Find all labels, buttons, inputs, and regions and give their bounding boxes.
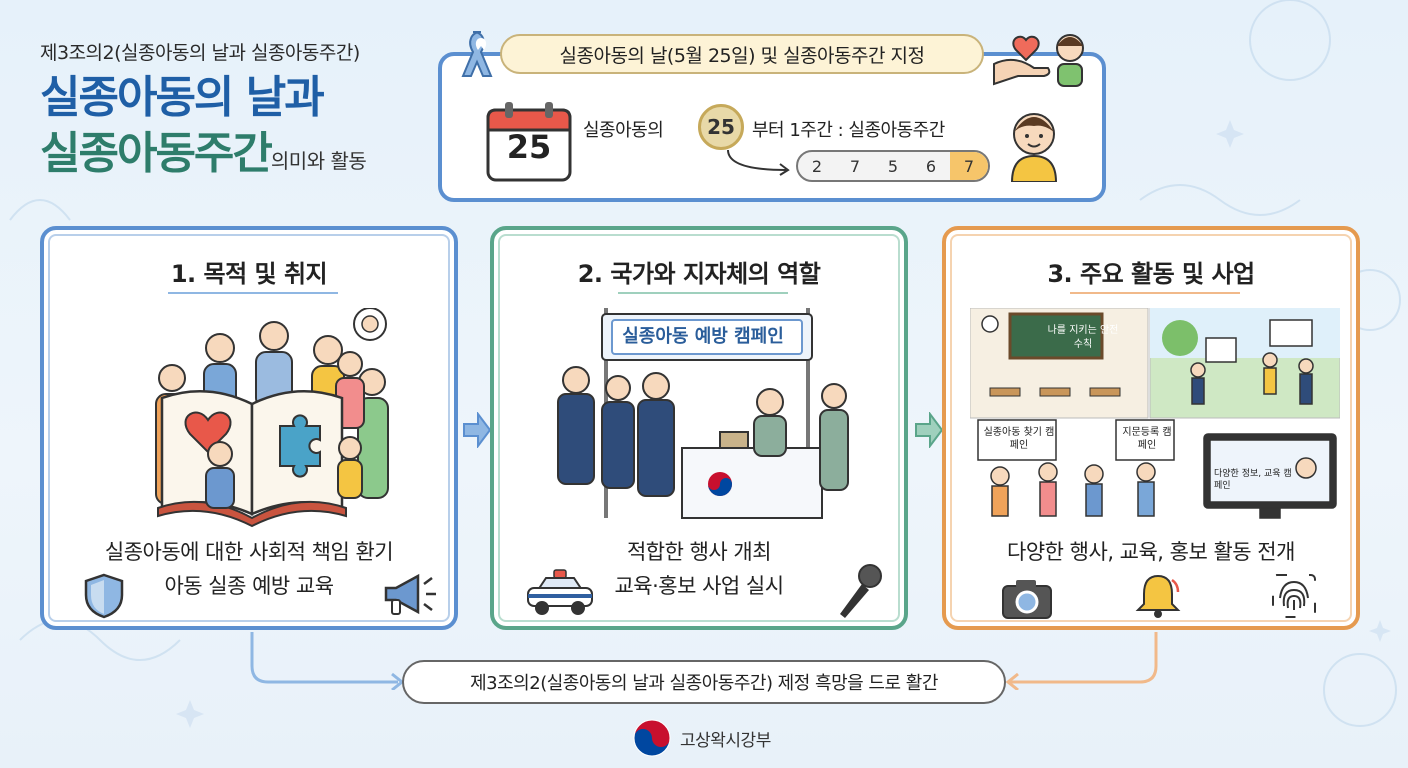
shield-icon: [84, 573, 124, 619]
week-day: 5: [887, 156, 899, 176]
law-subtitle: 제3조의2(실종아동의 날과 실종아동주간): [40, 42, 360, 64]
title-underline: [168, 292, 338, 294]
panel-desc-line1: 적합한 행사 개최: [626, 540, 772, 564]
tv-screen-text: 다양한 정보, 교육 캠페인: [1214, 469, 1292, 491]
campaign-sign-2: 지문등록 캠페인: [1122, 427, 1172, 451]
date-badge: 25: [698, 104, 744, 150]
microphone-icon: [840, 564, 882, 618]
flow-arrow-icon: [463, 412, 492, 448]
campaign-booth-illustration: [557, 308, 849, 519]
heart-hand-child-icon: [993, 34, 1084, 87]
panel-title: 1. 목적 및 취지: [170, 260, 328, 288]
fingerprint-icon: [1272, 574, 1316, 618]
panel-title: 3. 주요 활동 및 사업: [1047, 260, 1255, 288]
main-title-suffix: 의미와 활동: [270, 149, 367, 173]
taegeuk-logo-icon: [633, 719, 671, 757]
title-underline: [1070, 292, 1240, 294]
designation-text-after: 부터 1주간 : 실종아동주간: [752, 120, 945, 141]
panel-desc-line2: 아동 실종 예방 교육: [164, 574, 334, 598]
panel-desc-line2: 교육·홍보 사업 실시: [614, 574, 784, 598]
week-day-highlighted: 7: [950, 152, 988, 180]
ribbon-icon: [461, 31, 493, 77]
panel-desc-line1: 실종아동에 대한 사회적 책임 환기: [104, 540, 394, 564]
calendar-day: 25: [506, 128, 552, 166]
main-title-line1: 실종아동의 날과: [40, 72, 325, 123]
panel-main-activities: 3. 주요 활동 및 사업 나를: [942, 226, 1360, 630]
blackboard-text: 나를 지키는 안전 수칙: [1047, 325, 1119, 350]
connector-left: [250, 632, 405, 690]
main-title-line2-text: 실종아동주간: [40, 128, 273, 179]
week-day: 2: [811, 156, 823, 176]
ministry-name: 고상왁시강부: [680, 730, 771, 751]
activities-illustration: [970, 308, 1340, 519]
curved-arrow-icon: [727, 149, 790, 176]
title-underline: [618, 292, 788, 294]
child-icon: [1010, 113, 1058, 182]
campaign-banner: 실종아동 예방 캠페인: [622, 326, 784, 347]
megaphone-icon: [384, 573, 436, 615]
family-book-illustration: [155, 308, 389, 528]
footer-pill: 제3조의2(실종아동의 날과 실종아동주간) 제정 흑망을 드로 활간: [402, 660, 1006, 704]
ministry-logo: 고상왁시강부: [632, 718, 792, 758]
designation-text-before: 실종아동의: [583, 120, 664, 141]
week-day: 7: [849, 156, 861, 176]
week-day: 6: [925, 156, 937, 176]
designation-pill: 실종아동의 날(5월 25일) 및 실종아동주간 지정: [500, 34, 984, 74]
calendar-icon: [486, 102, 572, 182]
main-title-line2: 실종아동주간의미와 활동: [40, 128, 367, 187]
police-car-icon: [527, 569, 593, 615]
panel-desc-line1: 다양한 행사, 교육, 홍보 활동 전개: [1007, 540, 1295, 564]
campaign-sign-1: 실종아동 찾기 캠페인: [983, 427, 1055, 451]
panel-title: 2. 국가와 지자체의 역할: [577, 260, 821, 288]
connector-right: [1005, 632, 1158, 690]
week-day-strip: 2 7 5 6 7: [796, 150, 990, 182]
panel-government-role: 2. 국가와 지자체의 역할 실종아동 예방 캠페인 적합한 행사 개최 교육·…: [490, 226, 908, 630]
bell-icon: [1135, 574, 1181, 618]
camera-icon: [1002, 580, 1052, 619]
flow-arrow-icon: [915, 412, 944, 448]
panel-purpose: 1. 목적 및 취지 실종아동에 대한 사회적 책임 환기 아동 실종 예방 교…: [40, 226, 458, 630]
